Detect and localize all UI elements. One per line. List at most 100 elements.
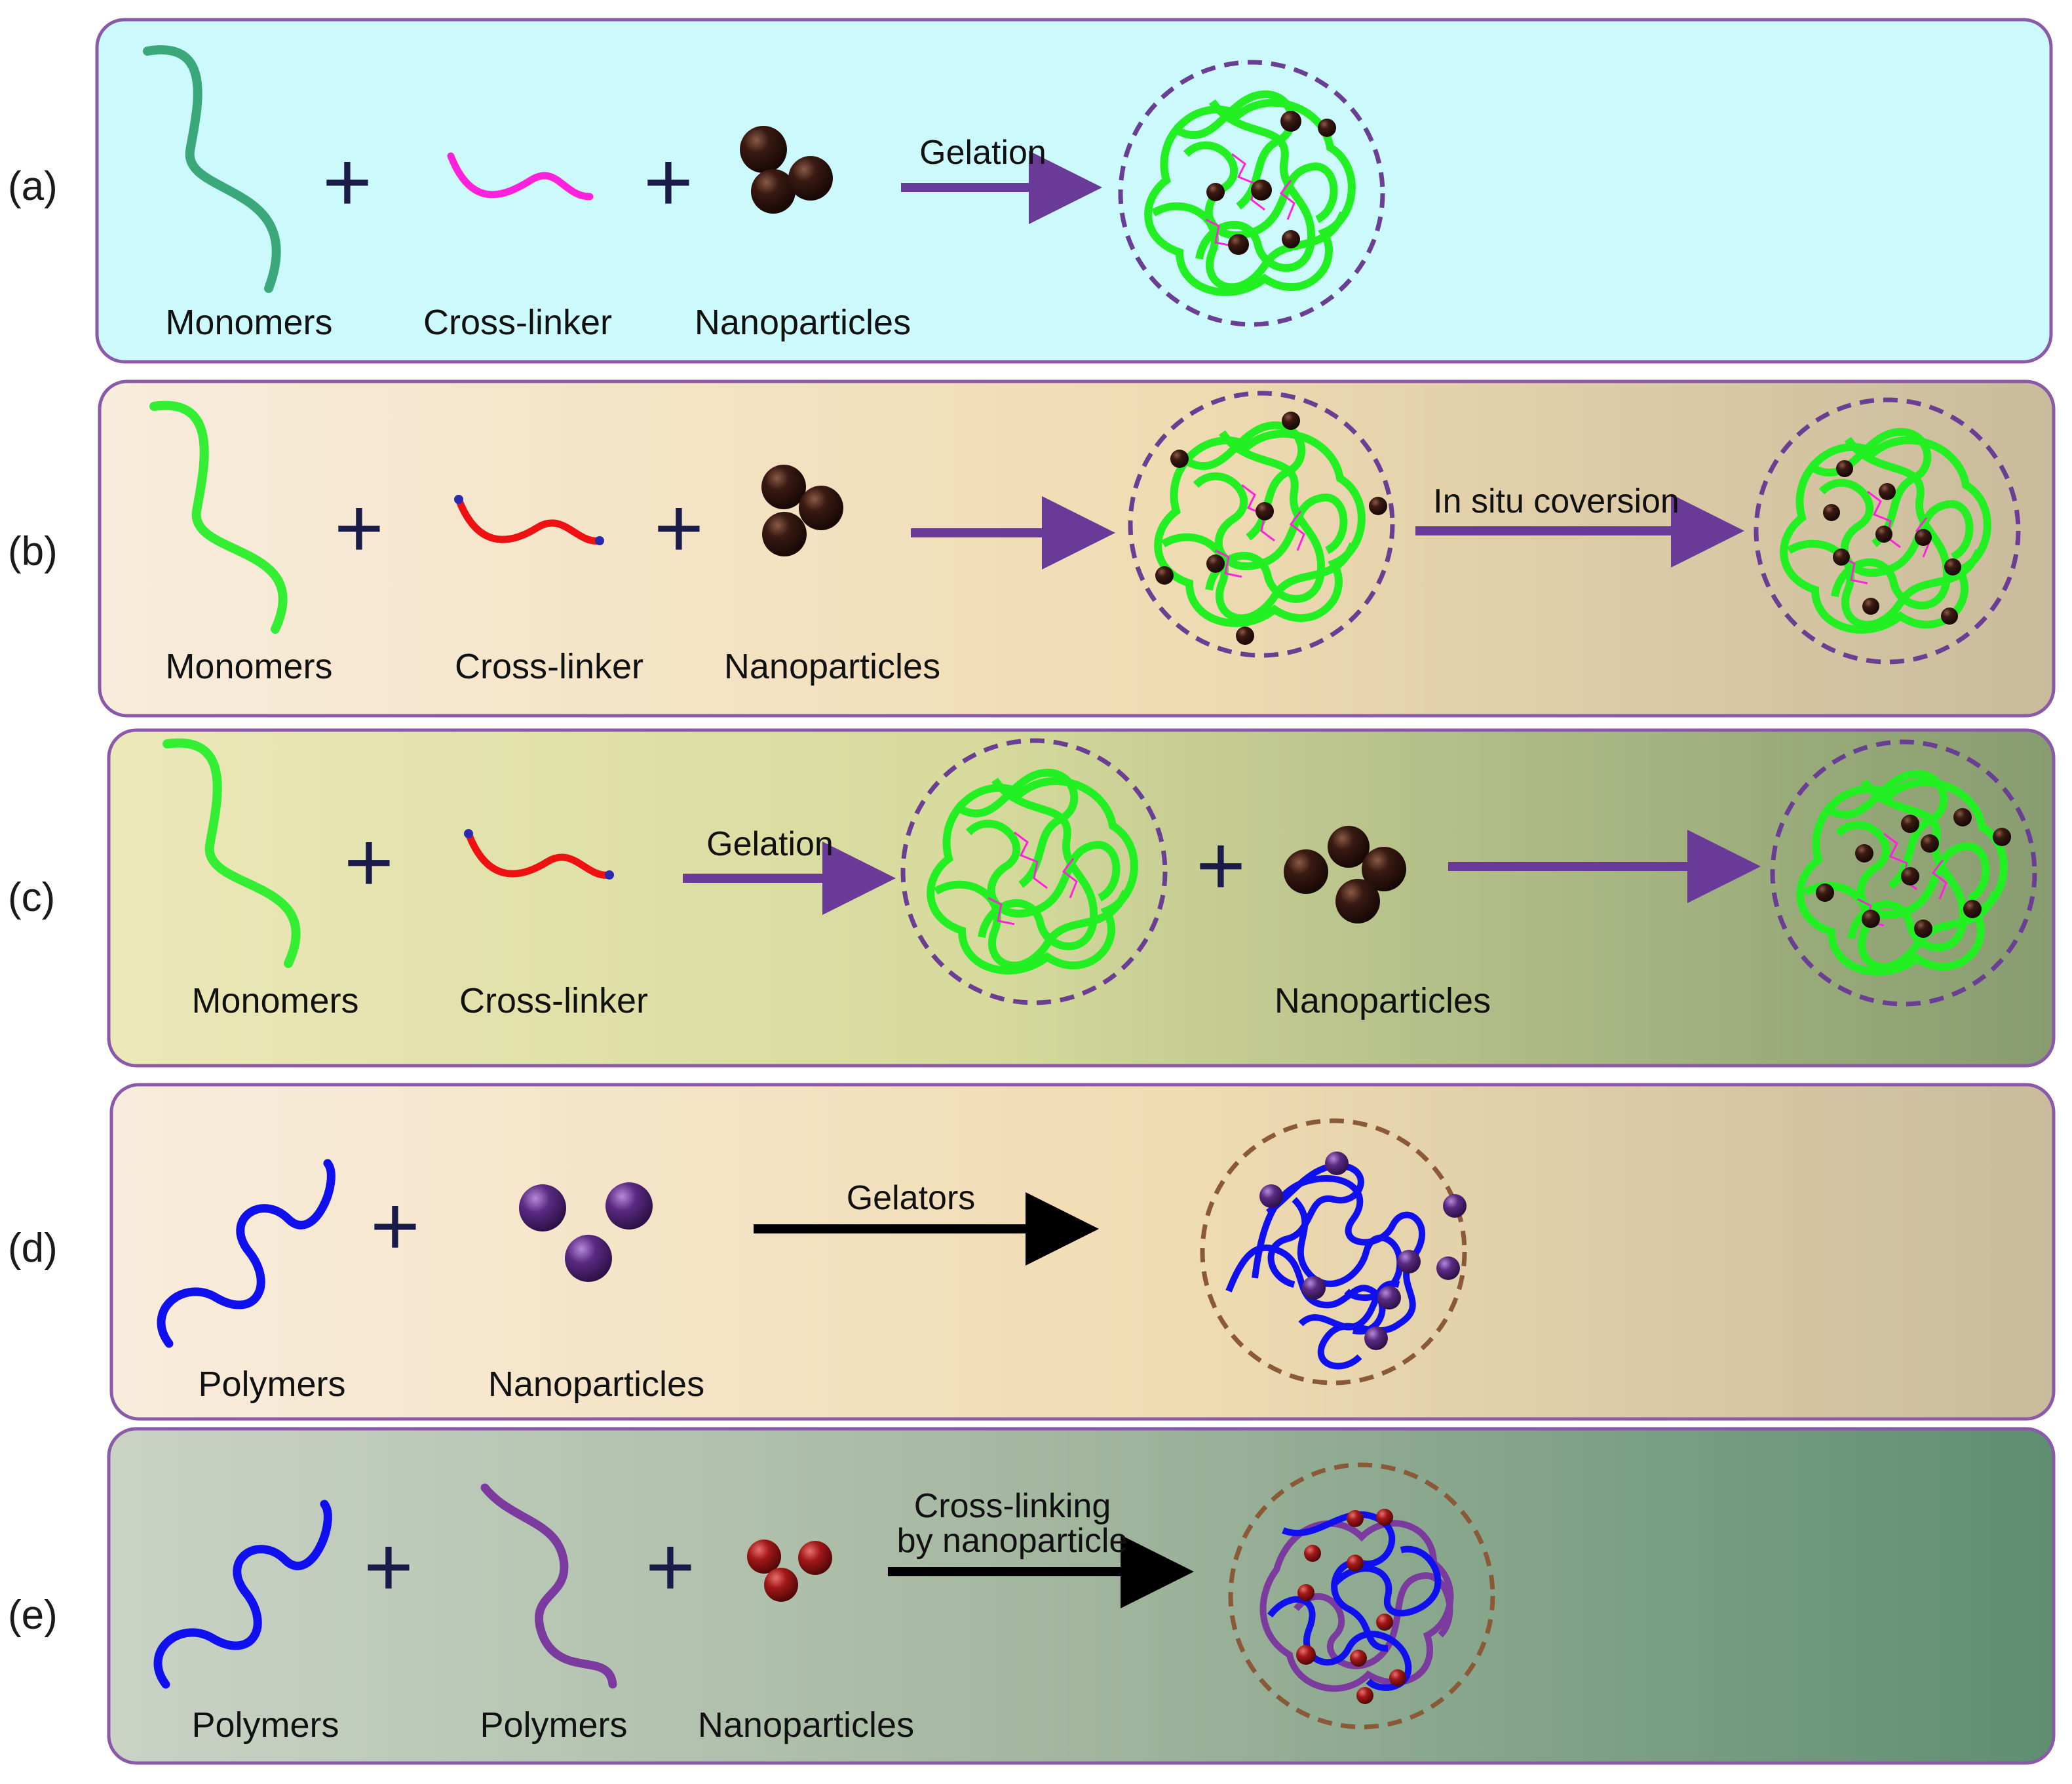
crosslinker-end	[605, 870, 614, 880]
hydrogel-boundary	[1118, 60, 1385, 327]
arrow-label-gelation: Gelation	[919, 134, 1046, 172]
nanoparticle	[1256, 502, 1274, 520]
nanoparticle	[1297, 1584, 1314, 1601]
nanoparticle	[1816, 883, 1834, 902]
plus-sign: +	[322, 134, 372, 229]
caption-nanoparticles: Nanoparticles	[698, 1705, 914, 1745]
nanoparticle	[798, 1541, 832, 1575]
polymer-strand	[480, 1483, 617, 1689]
nanoparticle	[1356, 1687, 1373, 1704]
nanoparticle	[1228, 234, 1249, 255]
nanoparticle	[1296, 1645, 1316, 1665]
nanoparticle	[1862, 910, 1880, 928]
caption-monomers: Monomers	[165, 647, 332, 686]
caption-cross-linker: Cross-linker	[455, 647, 643, 686]
caption-polymers: Polymers	[191, 1705, 339, 1745]
hydrogel-boundary	[1228, 1462, 1495, 1730]
crosslinker-strand	[447, 152, 594, 201]
nanoparticle	[1328, 826, 1370, 868]
nanoparticle	[1206, 183, 1225, 201]
nanoparticle	[1921, 834, 1939, 853]
nanoparticle	[1377, 1286, 1401, 1309]
nanoparticle	[1389, 1669, 1406, 1686]
nanocomposite-hydrogel	[1754, 397, 2021, 665]
arrow-label-crosslinking-line1: Cross-linking	[914, 1487, 1111, 1525]
row-label-e: (e)	[8, 1593, 58, 1638]
nanoparticle	[1170, 450, 1189, 468]
hydrogel-boundary	[1770, 739, 2037, 1007]
caption-nanoparticles: Nanoparticles	[695, 303, 911, 342]
nanocomposite-hydrogel	[1770, 739, 2037, 1007]
nanoparticle-cluster	[1284, 826, 1406, 923]
nanoparticle	[1302, 1276, 1326, 1300]
crosslinker-end	[464, 829, 473, 838]
nanoparticle	[1953, 808, 1972, 826]
nanoparticle	[1236, 627, 1254, 645]
panel-a: (a) + + Gelation Monomers Cross-linker N…	[8, 18, 2053, 364]
panel-c-background	[107, 728, 2056, 1068]
crosslinker-strand	[455, 495, 604, 545]
nanoparticle	[764, 1568, 798, 1602]
nanoparticle-cluster	[747, 1540, 832, 1602]
nanoparticle-cluster	[740, 126, 833, 214]
nanoparticle	[1376, 1509, 1393, 1526]
caption-monomers: Monomers	[165, 303, 332, 342]
nanoparticle	[1155, 566, 1174, 585]
caption-nanoparticles: Nanoparticles	[1275, 981, 1491, 1020]
row-label-d: (d)	[8, 1226, 58, 1271]
hydrogel-boundary	[1754, 397, 2021, 665]
nanoparticle	[1251, 180, 1272, 201]
row-label-a: (a)	[8, 164, 58, 209]
nanoparticle	[799, 486, 843, 530]
plus-sign: +	[654, 480, 704, 575]
nanoparticle	[1875, 526, 1892, 543]
hydrogel-boundary	[1200, 1118, 1467, 1386]
arrow-label-crosslinking-line2: by nanoparticle	[897, 1522, 1128, 1560]
nanoparticle	[1836, 460, 1853, 477]
panel-b-background	[98, 379, 2056, 718]
crosslinker-end	[595, 536, 604, 545]
nanocomposite-hydrogel	[1228, 1462, 1495, 1730]
nanoparticle	[1855, 844, 1873, 863]
nanoparticle	[1347, 1555, 1364, 1572]
crosslinker-strand	[465, 830, 613, 879]
nanoparticle	[1901, 815, 1919, 833]
hydrogel-boundary	[900, 738, 1168, 1005]
nanoparticle-cluster	[761, 465, 843, 556]
nanoparticle	[1369, 497, 1387, 515]
nanoparticle	[605, 1182, 653, 1230]
nanoparticle	[751, 169, 796, 214]
nanoparticle	[1282, 412, 1300, 430]
nanoparticle	[1993, 828, 2011, 846]
plus-sign: +	[1196, 817, 1246, 913]
caption-cross-linker: Cross-linker	[459, 981, 648, 1020]
hydrogel-boundary	[1128, 391, 1395, 658]
nanoparticle	[762, 512, 807, 556]
panel-e-background	[107, 1427, 2056, 1765]
nanoparticle	[740, 126, 787, 173]
caption-polymers: Polymers	[198, 1365, 345, 1404]
monomer-strand	[143, 45, 281, 293]
nanoparticle	[1963, 900, 1982, 918]
caption-nanoparticles: Nanoparticles	[488, 1365, 704, 1404]
nanoparticle-cluster	[519, 1182, 653, 1282]
caption-monomers: Monomers	[191, 981, 358, 1020]
arrow-label-gelation: Gelation	[706, 825, 834, 863]
nanoparticle	[1282, 230, 1300, 248]
nanoparticle	[1901, 867, 1919, 885]
nanoparticle	[1350, 1650, 1367, 1667]
nanoparticle	[761, 465, 806, 509]
nanoparticle	[1443, 1194, 1467, 1218]
nanoparticle	[1284, 849, 1328, 894]
plus-sign: +	[334, 480, 384, 575]
polymer-strand	[157, 1159, 336, 1348]
nanoparticle	[1280, 111, 1301, 132]
row-label-c: (c)	[8, 875, 55, 920]
caption-polymers: Polymers	[480, 1705, 627, 1745]
nanoparticle	[1325, 1152, 1349, 1175]
nanoparticle	[1879, 483, 1896, 500]
caption-cross-linker: Cross-linker	[423, 303, 612, 342]
nanoparticle	[1347, 1510, 1364, 1527]
nanoparticle	[1397, 1250, 1421, 1273]
